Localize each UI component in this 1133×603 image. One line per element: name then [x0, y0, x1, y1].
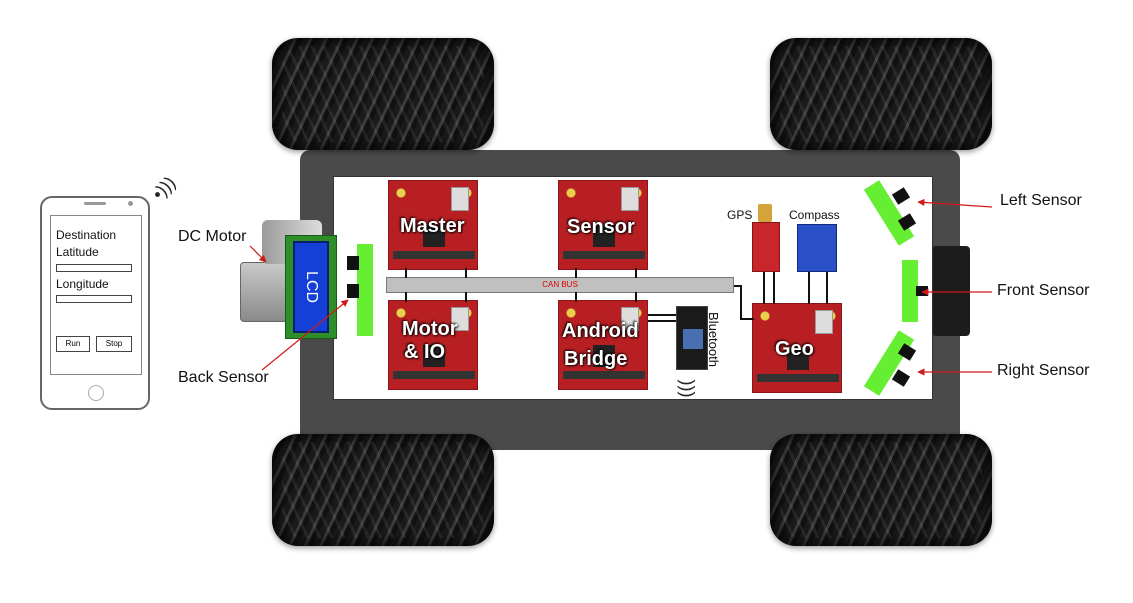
phone-home-button	[88, 385, 104, 401]
compass-label: Compass	[789, 208, 840, 222]
wire-android-bt-1	[648, 314, 676, 316]
wire-geo-can-h2	[740, 318, 754, 320]
wire-master-2	[465, 268, 467, 278]
android-bridge-board	[558, 300, 648, 390]
wire-motor-1	[405, 292, 407, 302]
wire-gps-geo-1	[763, 272, 765, 304]
tire-rear-right	[272, 434, 494, 546]
dc-motor-arrow	[249, 245, 267, 263]
left-sensor-label: Left Sensor	[1000, 192, 1082, 209]
wire-android-1	[575, 292, 577, 302]
sensor-header	[563, 251, 645, 259]
can-bus-label: CAN BUS	[542, 280, 578, 289]
bluetooth-chip	[683, 329, 703, 349]
sensor-chip	[593, 225, 615, 247]
gps-label: GPS	[727, 208, 753, 222]
front-sensor-bar	[902, 260, 918, 322]
wire-geo-can-h	[734, 285, 742, 287]
master-chip	[423, 225, 445, 247]
lcd-screen	[293, 241, 329, 333]
motor-io-label-line2: & IO	[404, 341, 446, 363]
phone-camera	[128, 201, 133, 206]
phone-destination-label: Destination	[56, 228, 117, 242]
wire-compass-geo-2	[826, 272, 828, 304]
geo-display	[815, 310, 833, 334]
geo-header	[757, 374, 839, 382]
sensor-board	[558, 180, 648, 270]
can-bus: CAN BUS	[386, 277, 734, 293]
wire-android-bt-2	[648, 320, 676, 322]
tire-front-left	[770, 38, 992, 150]
motor-io-chip	[423, 345, 445, 367]
geo-board	[752, 303, 842, 393]
run-button[interactable]: Run	[56, 336, 90, 352]
android-bridge-header	[563, 371, 645, 379]
dc-motor-label: DC Motor	[178, 228, 247, 245]
wire-compass-geo-1	[808, 272, 810, 304]
motor-io-header	[393, 371, 475, 379]
stop-button[interactable]: Stop	[96, 336, 132, 352]
wire-sensor-2	[635, 268, 637, 278]
wire-gps-geo-2	[773, 272, 775, 304]
right-sensor-label: Right Sensor	[997, 362, 1090, 379]
tire-front-right	[770, 434, 992, 546]
wire-sensor-1	[575, 268, 577, 278]
android-bridge-label-line2: Bridge	[564, 348, 628, 370]
phone-longitude-label: Longitude	[56, 277, 109, 291]
back-sensor-head-1	[347, 256, 359, 270]
phone-latitude-label: Latitude	[56, 245, 99, 259]
geo-chip	[787, 348, 809, 370]
front-sensor-label: Front Sensor	[997, 282, 1090, 299]
wire-motor-2	[465, 292, 467, 302]
android-bridge-display	[621, 307, 639, 331]
master-header	[393, 251, 475, 259]
back-sensor-head-2	[347, 284, 359, 298]
longitude-field[interactable]	[56, 295, 132, 303]
tire-rear-left	[272, 38, 494, 150]
sensor-display	[621, 187, 639, 211]
compass-module	[797, 224, 837, 272]
phone-speaker	[84, 202, 106, 205]
bluetooth-module	[676, 306, 708, 370]
left-sensor-arrow	[917, 198, 993, 208]
gps-antenna	[758, 204, 772, 222]
back-sensor-arrow	[261, 299, 349, 371]
motor-io-display	[451, 307, 469, 331]
front-bumper	[932, 246, 970, 336]
android-bridge-chip	[593, 345, 615, 367]
wire-master-1	[405, 268, 407, 278]
back-sensor-bar	[357, 244, 373, 336]
master-label: Master	[400, 215, 465, 237]
geo-label: Geo	[775, 338, 814, 360]
master-board	[388, 180, 478, 270]
android-bridge-label-line1: Android	[562, 320, 639, 342]
latitude-field[interactable]	[56, 264, 132, 272]
gps-module	[752, 222, 780, 272]
sensor-board-label: Sensor	[567, 216, 635, 238]
motor-io-board	[388, 300, 478, 390]
back-sensor-label: Back Sensor	[178, 369, 269, 386]
motor-io-label-line1: Motor	[402, 318, 458, 340]
wire-geo-can-v	[740, 285, 742, 319]
master-display	[451, 187, 469, 211]
wire-android-2	[635, 292, 637, 302]
